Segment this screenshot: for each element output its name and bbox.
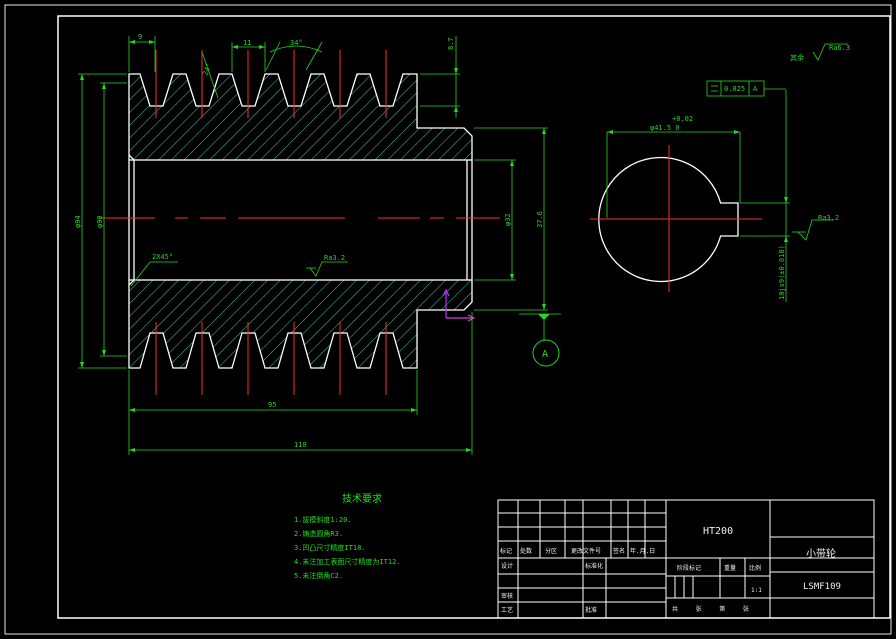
rev-header: 处数 bbox=[520, 547, 532, 555]
keyway-side-label: 10js9(±0.018) bbox=[778, 245, 786, 300]
length-95-label: 95 bbox=[268, 401, 276, 409]
material-label: HT200 bbox=[703, 526, 733, 537]
lower-hatch bbox=[129, 280, 472, 368]
rev-header: 更改文件号 bbox=[571, 547, 601, 555]
scale-label: 比例 bbox=[749, 564, 761, 572]
length-110-label: 110 bbox=[294, 441, 307, 449]
note-item: 1.拔模斜度1:20. bbox=[294, 515, 352, 524]
note-item: 5.未注倒角C2. bbox=[294, 571, 343, 580]
part-name-label: 小带轮 bbox=[806, 547, 836, 560]
thread-depth-label: 8.7 bbox=[447, 37, 455, 50]
note-item: 2.铸造圆角R3. bbox=[294, 529, 343, 538]
ucs-icon bbox=[442, 288, 476, 322]
rev-header: 签名 bbox=[613, 547, 625, 555]
od-90-label: φ90 bbox=[96, 215, 104, 228]
tooth-width-label: 11 bbox=[243, 39, 251, 47]
stage-mark-label: 阶段标记 bbox=[677, 564, 701, 572]
rev-header: 年.月.日 bbox=[630, 547, 655, 555]
datum-a-label: A bbox=[542, 349, 548, 360]
end-view: +0.02 φ41.5 0 10js9(±0.018) Ra3.2 其余 Ra6… bbox=[590, 43, 850, 302]
bore-roughness-label: Ra3.2 bbox=[324, 254, 345, 262]
dimension-arrows bbox=[80, 40, 550, 452]
upper-profile bbox=[128, 73, 473, 160]
chamfer-label: 2X45° bbox=[152, 253, 173, 261]
rev-header: 标记 bbox=[500, 547, 512, 555]
chamfer-angle-label: 24° bbox=[201, 62, 213, 77]
approve-label: 批准 bbox=[585, 606, 597, 614]
end-view-centerlines bbox=[590, 145, 762, 292]
drawing-no-label: LSMF109 bbox=[803, 582, 841, 592]
od-94-label: φ94 bbox=[74, 215, 82, 228]
note-item: 4.未注加工表面尺寸精度为IT12. bbox=[294, 557, 401, 566]
pitch-label: 9 bbox=[138, 33, 142, 41]
keyway-upper-label: +0.02 bbox=[672, 115, 693, 123]
rev-header: 分区 bbox=[545, 547, 557, 555]
bore-outline bbox=[128, 159, 473, 281]
weight-label: 重量 bbox=[724, 564, 736, 572]
keyway-profile bbox=[598, 156, 739, 283]
datum-a-circle bbox=[532, 339, 560, 367]
process-label: 工艺 bbox=[501, 606, 513, 614]
title-block bbox=[497, 499, 875, 619]
note-item: 3.凹凸尺寸精度IT18. bbox=[294, 543, 366, 552]
scale-value: 1:1 bbox=[751, 587, 762, 594]
hub-dia-label: 37.6 bbox=[536, 211, 544, 228]
standardization-label: 标准化 bbox=[585, 562, 603, 570]
general-roughness-label: Ra6.3 bbox=[829, 44, 850, 52]
thread-angle-label: 34° bbox=[290, 39, 303, 47]
design-label: 设计 bbox=[501, 562, 513, 570]
upper-hatch bbox=[129, 74, 472, 160]
key-roughness-label: Ra3.2 bbox=[818, 214, 839, 222]
review-label: 审核 bbox=[501, 592, 513, 600]
centerlines bbox=[100, 50, 500, 395]
tolerance-frame bbox=[706, 80, 765, 97]
keyway-width-label: φ41.5 0 bbox=[650, 124, 680, 132]
inner-frame bbox=[57, 15, 891, 619]
sheets-label: 共 张 第 张 bbox=[672, 605, 749, 613]
lower-profile bbox=[128, 280, 473, 369]
parallel-value: 0.025 bbox=[724, 85, 745, 93]
bore-dia-label: φ32 bbox=[504, 213, 512, 226]
dimension-lines bbox=[78, 36, 561, 455]
notes-title: 技术要求 bbox=[342, 492, 382, 505]
general-roughness-tag: 其余 bbox=[790, 53, 804, 62]
outer-frame bbox=[4, 4, 892, 635]
section-view bbox=[100, 50, 500, 395]
parallel-datum: A bbox=[753, 85, 758, 93]
